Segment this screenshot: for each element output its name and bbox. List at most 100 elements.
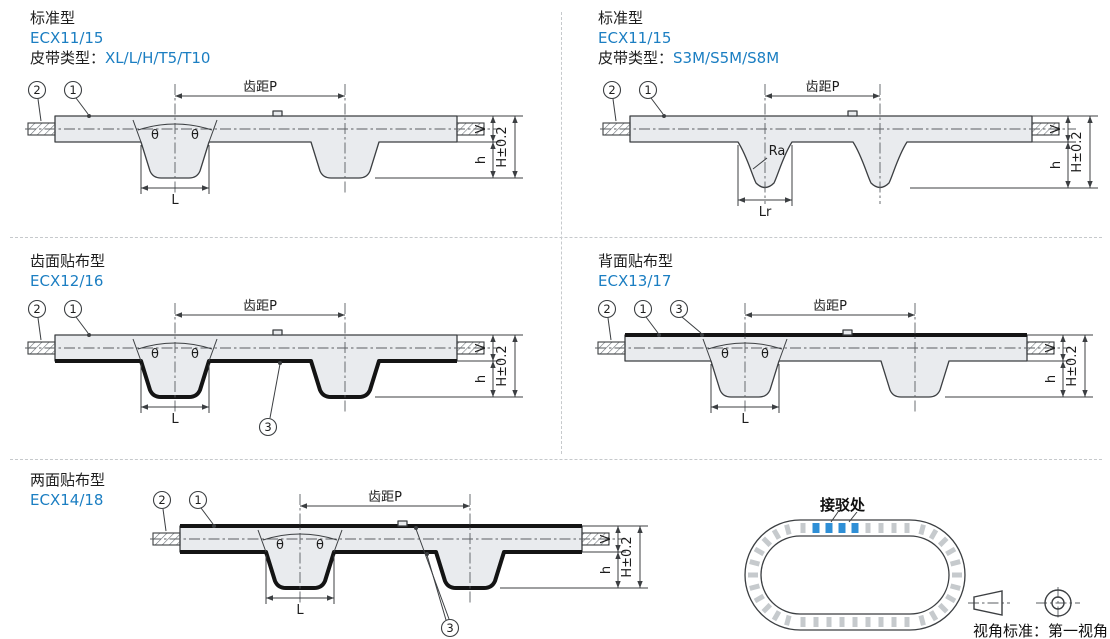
loop-tooth <box>918 614 926 626</box>
loop-tooth <box>761 536 773 548</box>
h-label: h <box>599 566 614 574</box>
loop-tooth <box>771 528 782 540</box>
centerlines <box>25 84 501 194</box>
callout-2: 2 <box>27 80 47 100</box>
theta-label: θ <box>151 347 159 362</box>
first-angle-symbol <box>968 587 1080 619</box>
pitch-label: 齿距P <box>368 490 402 505</box>
callout-2: 2 <box>152 490 172 510</box>
belt-loop-drawing <box>744 512 966 631</box>
belt-type-label: 皮带类型： <box>598 49 674 67</box>
loop-tooth <box>761 602 773 614</box>
loop-tooth <box>945 546 957 557</box>
callout-3: 3 <box>258 417 278 437</box>
callout-1: 1 <box>633 299 653 319</box>
callout-3-digit: 3 <box>446 621 453 635</box>
belt-shape <box>27 329 485 399</box>
joint-label: 接驳处 <box>820 496 866 514</box>
theta-label: θ <box>151 128 159 143</box>
Ra-label: Ra <box>769 144 786 159</box>
h-label: h <box>474 156 489 164</box>
loop-tooth <box>945 593 957 604</box>
divider-horizontal-1 <box>10 237 1102 238</box>
H-label: H±0.2 <box>1070 131 1085 172</box>
joint-leader-line <box>830 512 839 523</box>
divider-horizontal-2 <box>10 459 1102 460</box>
belt-type-values: S3M/S5M/S8M <box>673 49 780 67</box>
V-label: V <box>474 124 489 133</box>
pitch-label: 齿距P <box>806 80 840 95</box>
belt-type-values: XL/L/H/T5/T10 <box>105 49 211 67</box>
loop-tooth <box>784 614 792 626</box>
centerlines <box>150 494 626 604</box>
callout-1: 1 <box>63 80 83 100</box>
loop-tooth <box>937 602 949 614</box>
belt-type-line: 皮带类型：S3M/S5M/S8M <box>598 48 779 68</box>
belt-top-nub <box>842 329 853 336</box>
belt-top-nub <box>847 110 858 117</box>
loop-outer-edge <box>744 519 966 631</box>
loop-tooth <box>771 610 782 622</box>
H-label: H±0.2 <box>620 536 635 577</box>
fabric-tooth-side <box>180 550 582 590</box>
projection-symbols <box>968 587 1080 619</box>
panel-code: ECX11/15 <box>598 29 672 47</box>
belt-shape <box>27 110 485 179</box>
callout-1-digit: 1 <box>644 83 651 97</box>
callout-2: 2 <box>27 299 47 319</box>
pitch-label: 齿距P <box>243 299 277 314</box>
callout-1: 1 <box>188 490 208 510</box>
V-label: V <box>474 343 489 352</box>
projection-circle-outer <box>1044 589 1072 617</box>
centerlines <box>600 84 1076 204</box>
callout-2-digit: 2 <box>608 83 615 97</box>
loop-tooth <box>949 559 961 567</box>
callout-3-digit: 3 <box>264 420 271 434</box>
panel-code: ECX12/16 <box>30 272 104 290</box>
theta-label: θ <box>276 538 284 553</box>
belt-loop <box>744 512 966 631</box>
panel-title: 标准型 <box>598 9 644 27</box>
theta-label: θ <box>761 347 769 362</box>
belt-shape <box>597 329 1055 398</box>
loop-tooth <box>949 583 961 591</box>
loop-tooth <box>937 536 949 548</box>
h-label: h <box>1044 375 1059 383</box>
L-label: L <box>171 412 179 427</box>
theta-label: θ <box>191 347 199 362</box>
callout-3: 3 <box>440 618 460 638</box>
loop-tooth <box>784 524 792 536</box>
panel-code: ECX14/18 <box>30 491 104 509</box>
callout-2-digit: 2 <box>603 302 610 316</box>
callout-1: 1 <box>63 299 83 319</box>
callout-2: 2 <box>602 80 622 100</box>
V-label: V <box>599 534 614 543</box>
callout-1: 1 <box>638 80 658 100</box>
belt-top-nub <box>397 520 408 527</box>
callout-2: 2 <box>597 299 617 319</box>
loop-tooth <box>749 559 761 567</box>
callout-2-digit: 2 <box>33 302 40 316</box>
Lr-label: Lr <box>759 205 772 220</box>
theta-label: θ <box>721 347 729 362</box>
belt-cross-section <box>629 115 1033 189</box>
belt-top-nub <box>272 110 283 117</box>
loop-tooth <box>918 524 926 536</box>
joint-leader-line <box>848 512 858 523</box>
callouts: 2 1 3 <box>27 299 282 437</box>
